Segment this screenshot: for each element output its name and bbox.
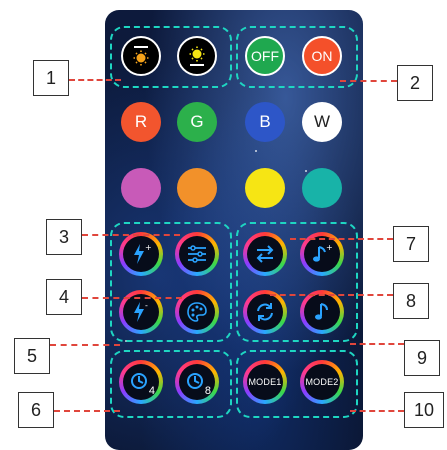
leader-7 — [290, 238, 393, 240]
orange-button[interactable] — [177, 168, 217, 208]
leader-9 — [350, 343, 404, 345]
flash-minus-icon: - — [129, 300, 153, 324]
svg-text:-: - — [145, 301, 148, 310]
callout-3: 3 — [46, 219, 82, 255]
callout-6: 6 — [18, 392, 54, 428]
white-label: W — [314, 112, 330, 132]
svg-text:+: + — [326, 243, 333, 252]
callout-4: 4 — [46, 279, 82, 315]
green-button[interactable]: G — [177, 102, 217, 142]
on-label: ON — [312, 48, 333, 64]
leader-3 — [82, 234, 180, 236]
mode1-button[interactable]: MODE1 — [243, 360, 287, 404]
music-note-icon — [311, 301, 333, 323]
timer-8-button[interactable]: 8 — [175, 360, 219, 404]
leader-4 — [82, 297, 182, 299]
leader-2 — [340, 80, 397, 82]
callout-2: 2 — [397, 65, 433, 101]
blue-button[interactable]: B — [245, 102, 285, 142]
magenta-button[interactable] — [121, 168, 161, 208]
teal-button[interactable] — [302, 168, 342, 208]
leader-6 — [54, 410, 120, 412]
leader-10 — [350, 410, 404, 412]
callout-1: 1 — [33, 60, 69, 96]
mode2-label: MODE2 — [305, 377, 338, 387]
cycle-refresh-icon — [254, 301, 276, 323]
sun-brightness-down-icon — [184, 43, 210, 69]
callout-9: 9 — [404, 340, 440, 376]
callout-10: 10 — [404, 392, 444, 428]
palette-icon — [186, 301, 208, 323]
timer-8-label: 8 — [205, 385, 211, 397]
settings-sliders-button[interactable] — [175, 232, 219, 276]
brightness-down-button[interactable] — [177, 36, 217, 76]
music-note-plus-icon: + — [311, 243, 333, 265]
flash-up-button[interactable]: + — [119, 232, 163, 276]
timer-4-label: 4 — [149, 385, 155, 397]
callout-5: 5 — [14, 338, 50, 374]
flash-plus-icon: + — [129, 242, 153, 266]
mode1-label: MODE1 — [248, 377, 281, 387]
off-label: OFF — [251, 48, 279, 64]
music-button[interactable] — [300, 290, 344, 334]
brightness-up-button[interactable] — [121, 36, 161, 76]
remote-control: OFF ON R G B W + — [105, 10, 363, 450]
leader-5 — [50, 344, 120, 346]
sun-brightness-up-icon — [128, 43, 154, 69]
cycle-button[interactable] — [243, 290, 287, 334]
blue-label: B — [259, 112, 270, 132]
swap-arrows-icon — [254, 243, 276, 265]
on-button[interactable]: ON — [302, 36, 342, 76]
yellow-button[interactable] — [245, 168, 285, 208]
sliders-icon — [186, 243, 208, 265]
red-label: R — [135, 112, 147, 132]
leader-8 — [270, 294, 393, 296]
green-label: G — [190, 112, 203, 132]
white-button[interactable]: W — [302, 102, 342, 142]
mode2-button[interactable]: MODE2 — [300, 360, 344, 404]
off-button[interactable]: OFF — [245, 36, 285, 76]
callout-7: 7 — [393, 226, 429, 262]
leader-1 — [69, 79, 121, 81]
callout-8: 8 — [393, 283, 429, 319]
svg-text:+: + — [145, 243, 152, 252]
timer-4-button[interactable]: 4 — [119, 360, 163, 404]
swap-button[interactable] — [243, 232, 287, 276]
red-button[interactable]: R — [121, 102, 161, 142]
